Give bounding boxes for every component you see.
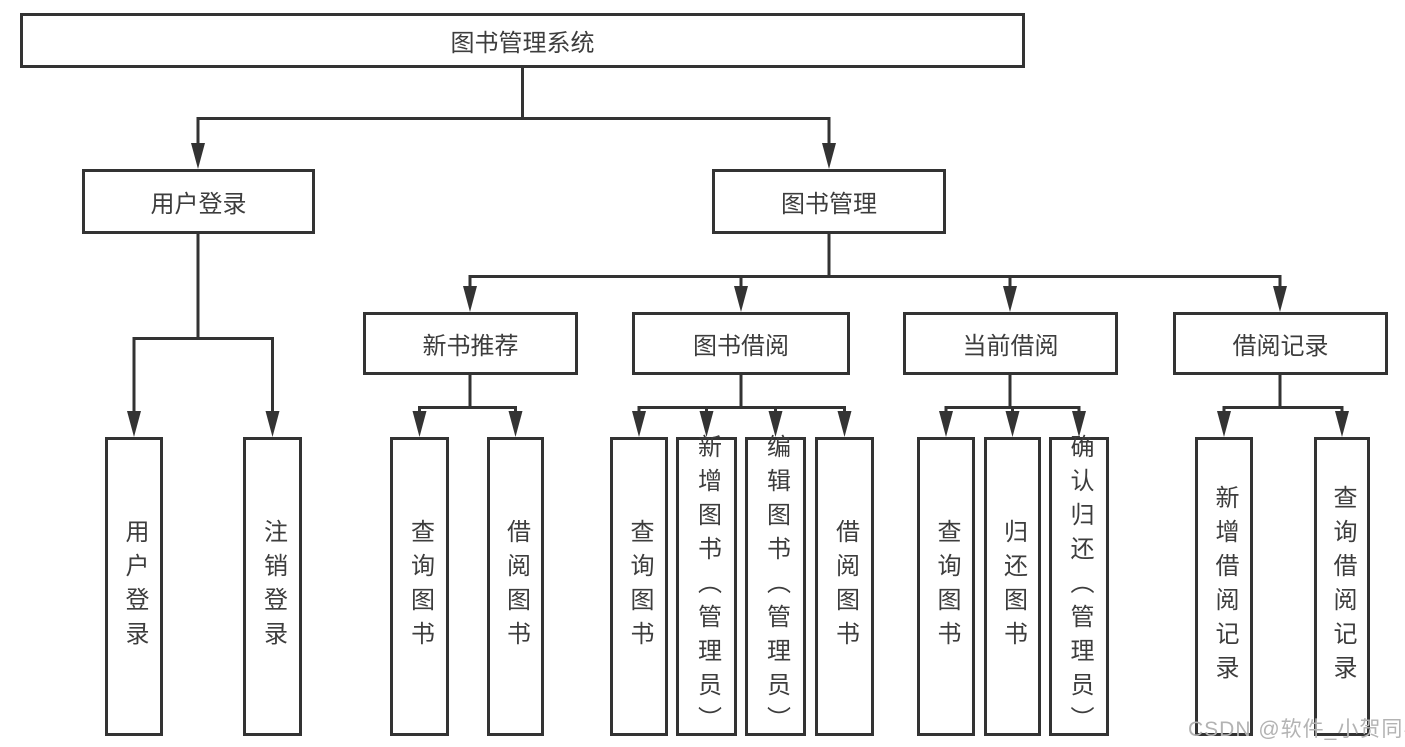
csdn-watermark: CSDN @软件_小贺同学 [1188, 718, 1405, 741]
leaf-query-books-borrowing: 查询图书 [610, 437, 668, 736]
leaf-return-books: 归还图书 [984, 437, 1041, 736]
connector-user-login-to-leaves [132, 234, 274, 412]
leaf-borrow-books: 借阅图书 [815, 437, 874, 736]
node-book-management: 图书管理 [712, 169, 946, 234]
leaf-add-borrow-record: 新增借阅记录 [1195, 437, 1253, 736]
connector-cur-borrow-to-leaves [944, 375, 1081, 412]
node-library-management-system: 图书管理系统 [20, 13, 1025, 68]
leaf-query-books-recommend: 查询图书 [390, 437, 449, 736]
node-book-borrowing: 图书借阅 [632, 312, 850, 375]
connector-book-mgmt-to-level3 [468, 234, 1282, 287]
connector-book-borrow-to-leaves [637, 375, 846, 412]
connector-root-to-level2 [196, 68, 831, 144]
leaf-query-borrow-record: 查询借阅记录 [1314, 437, 1370, 736]
leaf-confirm-return-admin: 确认归还（管理员） [1049, 434, 1109, 740]
node-borrowing-records: 借阅记录 [1173, 312, 1388, 375]
connector-borrow-rec-to-leaves [1222, 375, 1344, 412]
leaf-user-login: 用户登录 [105, 437, 163, 736]
node-new-book-recommend: 新书推荐 [363, 312, 578, 375]
leaf-add-books-admin: 新增图书（管理员） [676, 434, 737, 740]
leaf-logout: 注销登录 [243, 437, 302, 736]
node-current-borrowing: 当前借阅 [903, 312, 1118, 375]
leaf-edit-books-admin: 编辑图书（管理员） [745, 434, 806, 740]
leaf-query-books-current: 查询图书 [917, 437, 975, 736]
node-user-login: 用户登录 [82, 169, 315, 234]
connector-new-book-to-leaves [418, 375, 517, 412]
leaf-borrow-books-recommend: 借阅图书 [487, 437, 544, 736]
